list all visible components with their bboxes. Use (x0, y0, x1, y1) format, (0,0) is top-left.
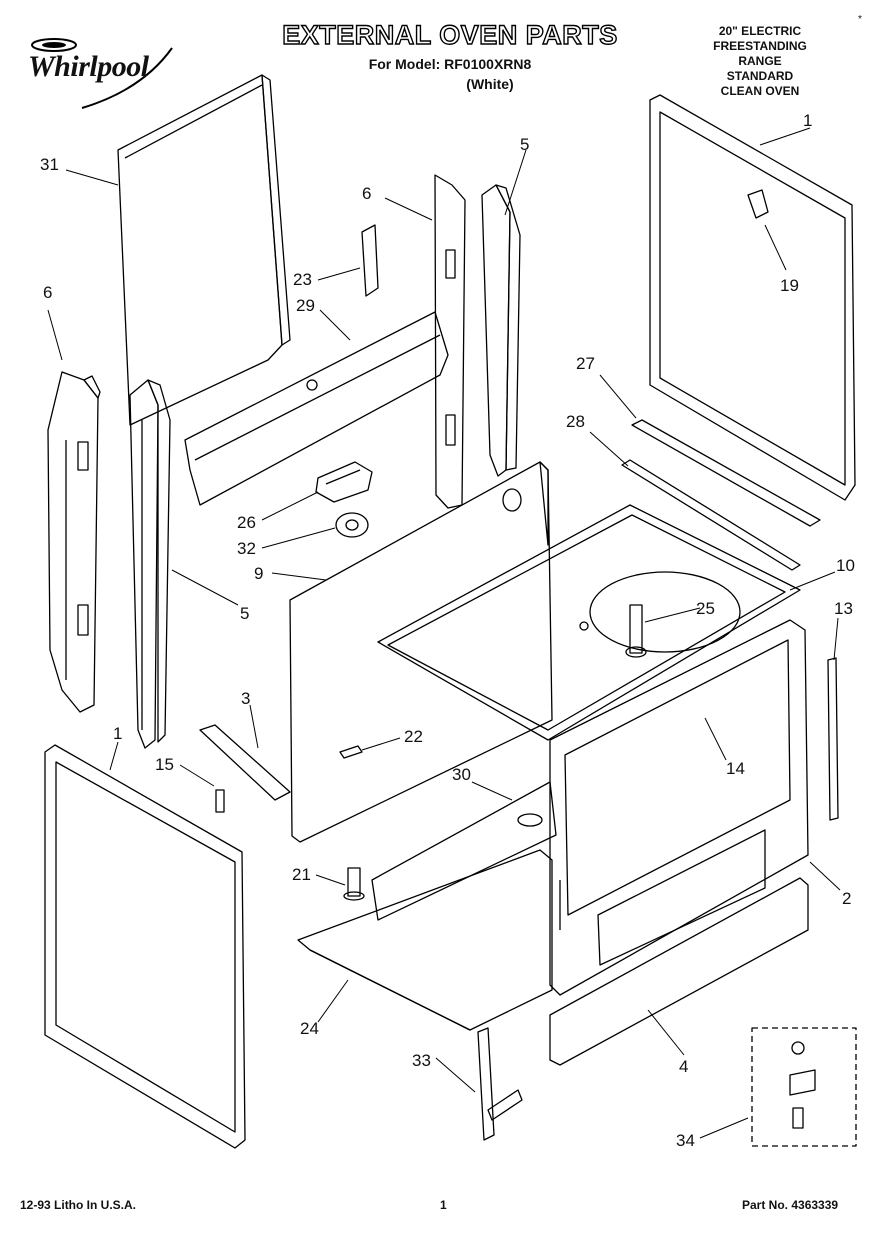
callout-number: 25 (696, 599, 715, 618)
description-line: 20" ELECTRIC (718, 24, 802, 38)
callout-number: 6 (43, 283, 53, 302)
part-oven-body-panel (289, 461, 553, 843)
description-line: FREESTANDING (713, 39, 807, 53)
callout-number: 32 (237, 539, 256, 558)
callout-number: 5 (520, 135, 530, 154)
part-right-front-rail (481, 184, 521, 477)
description-line: CLEAN OVEN (720, 84, 800, 98)
callout-number: 10 (836, 556, 855, 575)
part-hinge (477, 1027, 523, 1141)
callout-number: 29 (296, 296, 315, 315)
page-title: EXTERNAL OVEN PARTS (282, 19, 618, 50)
part-number: Part No. 4363339 (742, 1198, 839, 1212)
page-number: 1 (440, 1198, 447, 1212)
part-bracket-3 (199, 724, 291, 801)
callout-number: 21 (292, 865, 311, 884)
brand-wordmark: Whirlpool (28, 50, 149, 83)
description-line: RANGE (738, 54, 782, 68)
part-front-frame (549, 619, 809, 996)
part-bracket-23 (361, 224, 379, 297)
callout-number: 34 (676, 1131, 695, 1150)
callout-number: 19 (780, 276, 799, 295)
whirlpool-swirl-icon (31, 38, 173, 109)
litho-note: 12-93 Litho In U.S.A. (20, 1198, 137, 1212)
part-right-side-trim (434, 174, 466, 509)
leader-lines (47, 127, 841, 1139)
part-oven-bottom (377, 504, 801, 741)
product-description: 20" ELECTRIC FREESTANDING RANGE STANDARD… (680, 24, 840, 99)
part-base-pan (297, 849, 553, 1031)
callout-number: 13 (834, 599, 853, 618)
part-thermostat (335, 512, 369, 538)
callout-number: 31 (40, 155, 59, 174)
part-left-front-rail (129, 379, 171, 749)
part-door-panel-left (44, 744, 246, 1149)
callout-number: 5 (240, 604, 250, 623)
callout-number: 6 (362, 184, 372, 203)
part-left-side-trim (47, 371, 101, 713)
color-line: (White) (466, 76, 514, 92)
part-lower-bracket (371, 781, 557, 921)
callout-number: 1 (113, 724, 123, 743)
part-hardware-kit (751, 1027, 857, 1147)
callout-number: 26 (237, 513, 256, 532)
callout-number: 2 (842, 889, 852, 908)
callout-number: 23 (293, 270, 312, 289)
callout-number: 33 (412, 1051, 431, 1070)
part-screw (215, 789, 225, 813)
callout-number: 27 (576, 354, 595, 373)
part-back-panel (117, 74, 291, 426)
model-line: For Model: RF0100XRN8 (368, 56, 532, 72)
part-strip-13 (827, 657, 839, 821)
description-line: STANDARD (726, 69, 794, 83)
callout-number: 4 (679, 1057, 689, 1076)
part-trim-strips (621, 419, 821, 571)
whirlpool-logo: Whirlpool (22, 30, 187, 110)
part-kick-panel (549, 877, 809, 1066)
callout-number: 1 (803, 111, 813, 130)
callout-number: 24 (300, 1019, 319, 1038)
callout-number: 14 (726, 759, 745, 778)
callout-number: 28 (566, 412, 585, 431)
part-terminal-block (315, 461, 373, 503)
corner-mark: * (858, 14, 862, 25)
part-leveling-leg (339, 745, 365, 901)
part-door-panel-right (649, 94, 856, 501)
callout-number: 15 (155, 755, 174, 774)
callout-number: 9 (254, 564, 264, 583)
callout-number: 30 (452, 765, 471, 784)
callout-number: 3 (241, 689, 251, 708)
callout-number: 22 (404, 727, 423, 746)
part-control-support (184, 311, 449, 506)
